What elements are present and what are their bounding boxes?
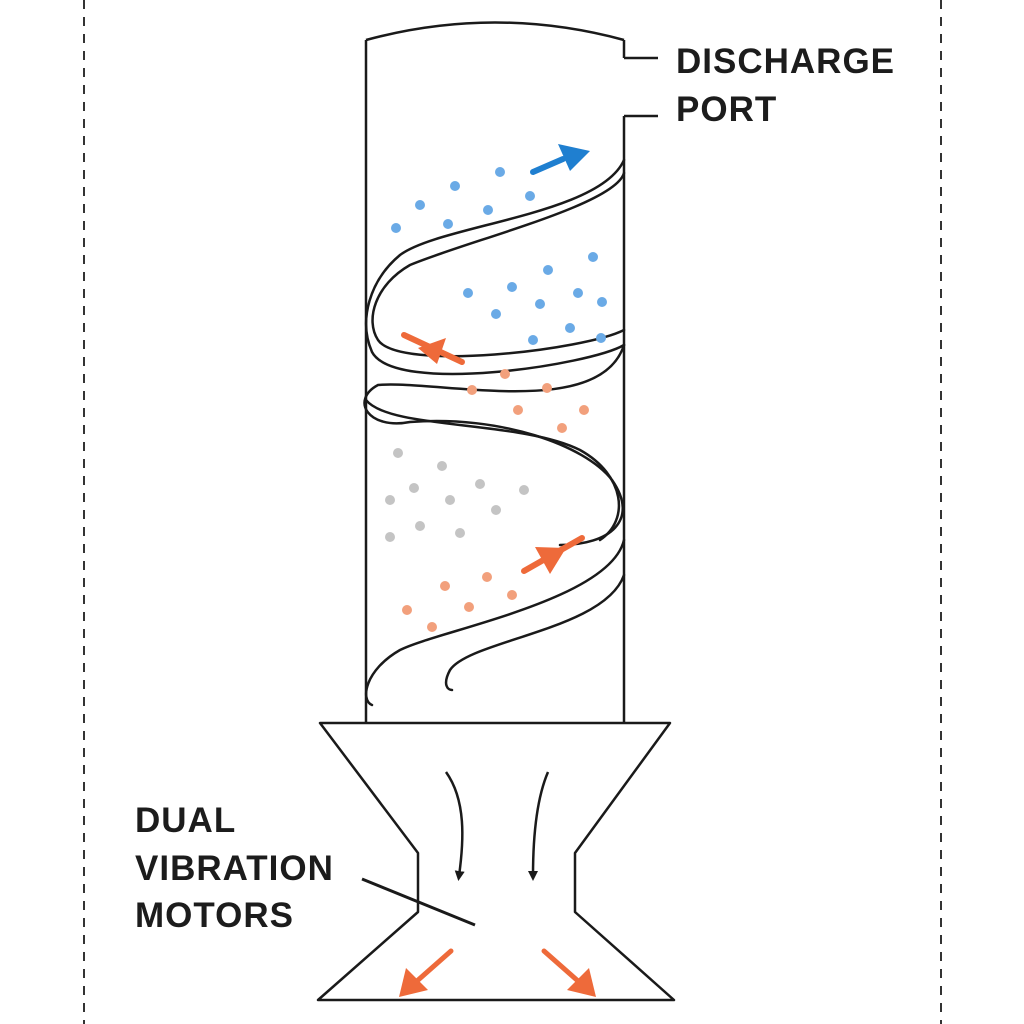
- orange-particles-upper: [467, 369, 589, 433]
- orange-particle: [402, 605, 412, 615]
- inflow-arrows: [444, 771, 550, 881]
- gray-particles: [385, 448, 529, 542]
- motors-leader-line: [361, 877, 476, 927]
- blue-particle: [588, 252, 598, 262]
- orange-particle: [467, 385, 477, 395]
- orange-particle: [482, 572, 492, 582]
- gray-particle: [393, 448, 403, 458]
- spiral-track-edge-upper: [364, 158, 626, 376]
- blue-particle: [528, 335, 538, 345]
- left-inflow-arrow: [444, 771, 465, 881]
- blue-particle: [573, 288, 583, 298]
- blue-particle: [597, 297, 607, 307]
- gray-particle: [385, 532, 395, 542]
- outflow-arrow-left: [399, 948, 454, 997]
- spiral-track-edge-lower-b: [364, 398, 621, 542]
- right-inflow-arrow: [528, 771, 550, 881]
- gray-particle: [475, 479, 485, 489]
- blue-particle: [565, 323, 575, 333]
- gray-particle: [385, 495, 395, 505]
- blue-particle: [415, 200, 425, 210]
- gray-particle: [437, 461, 447, 471]
- discharge-port-notch: [624, 56, 658, 118]
- orange-particle: [513, 405, 523, 415]
- blue-particles: [391, 167, 607, 345]
- spiral-track-edge-bottom-b: [444, 573, 626, 692]
- orange-particle: [427, 622, 437, 632]
- orange-particle: [557, 423, 567, 433]
- blue-particle: [507, 282, 517, 292]
- motors-label-line-2: VIBRATION: [135, 849, 334, 888]
- blue-particle: [525, 191, 535, 201]
- orange-particle: [579, 405, 589, 415]
- orange-particles-lower: [402, 572, 517, 632]
- orange-particle: [500, 369, 510, 379]
- discharge-port-label-line-2: PORT: [676, 90, 778, 129]
- blue-particle: [391, 223, 401, 233]
- hopper-base: [316, 721, 676, 1002]
- gray-particle: [519, 485, 529, 495]
- blue-particle: [535, 299, 545, 309]
- blue-particle: [463, 288, 473, 298]
- blue-particle: [543, 265, 553, 275]
- outflow-arrow-right: [541, 948, 596, 997]
- gray-particle: [415, 521, 425, 531]
- orange-particle: [507, 590, 517, 600]
- gray-particle: [455, 528, 465, 538]
- orange-flow-arrow-lower: [521, 535, 585, 574]
- orange-particle: [440, 581, 450, 591]
- spiral-track-edge-lower-a: [363, 343, 626, 547]
- blue-particle: [596, 333, 606, 343]
- orange-flow-arrow-upper: [401, 332, 465, 365]
- blue-particle: [483, 205, 493, 215]
- blue-particle: [495, 167, 505, 177]
- gray-particle: [445, 495, 455, 505]
- spiral-track-edge-bottom-a: [364, 538, 626, 707]
- blue-flow-arrow: [530, 144, 590, 175]
- gray-particle: [409, 483, 419, 493]
- motors-label-line-3: MOTORS: [135, 896, 294, 935]
- blue-particle: [443, 219, 453, 229]
- blue-particle: [491, 309, 501, 319]
- orange-particle: [464, 602, 474, 612]
- orange-particle: [542, 383, 552, 393]
- column-top-cap: [365, 21, 625, 42]
- motors-label-line-1: DUAL: [135, 801, 237, 840]
- spiral-track: [363, 158, 626, 707]
- discharge-port-label-line-1: DISCHARGE: [676, 42, 896, 81]
- spiral-track-edge-middle: [371, 171, 626, 358]
- blue-particle: [450, 181, 460, 191]
- feeder-column: [364, 21, 658, 723]
- gray-particle: [491, 505, 501, 515]
